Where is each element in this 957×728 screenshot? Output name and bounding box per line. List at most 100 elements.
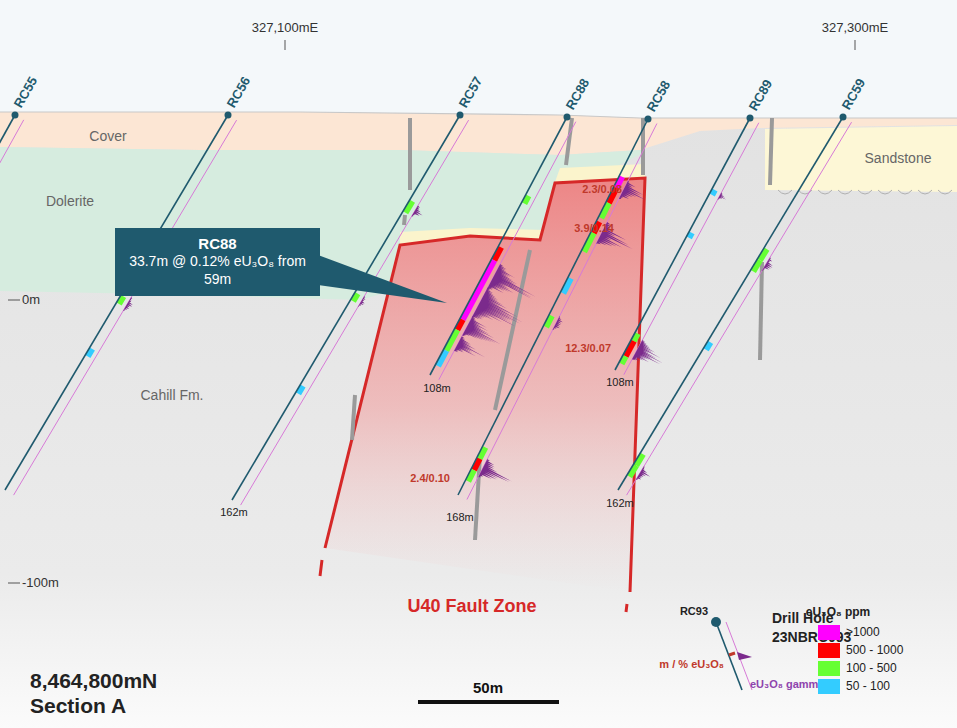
fault-zone-outline	[325, 178, 645, 592]
fault-zone-fill	[325, 178, 645, 592]
assay-interval	[463, 260, 495, 319]
legend-gamma-spike	[737, 652, 752, 660]
drill-hole-trace	[5, 115, 228, 490]
drill-hole-name: RC88	[564, 76, 594, 112]
minor-fault	[352, 395, 355, 440]
drill-hole-name: RC56	[225, 74, 255, 110]
section-label: m / % eU₃O₈	[659, 658, 724, 671]
callout-text: 33.7m @ 0.12% eU₃O₈ from 59m	[125, 253, 310, 288]
drill-hole-name: RC59	[840, 76, 870, 112]
assay-interval	[636, 454, 643, 465]
gamma-spike	[478, 458, 512, 482]
drill-hole-trace	[430, 117, 567, 375]
gamma-trace	[0, 120, 24, 255]
gamma-spike	[632, 339, 664, 364]
minor-fault	[566, 118, 572, 165]
scale-bar	[418, 700, 559, 704]
sandstone-base	[938, 190, 952, 194]
drill-collar	[645, 116, 652, 123]
section-label: eU₃O₈ gamma	[750, 678, 824, 691]
section-label: 0m	[22, 293, 40, 308]
minor-fault	[770, 118, 772, 185]
legend-interval-icon	[729, 653, 735, 655]
section-label: U40 Fault Zone	[407, 596, 536, 617]
sandstone-base	[818, 190, 832, 194]
assay-interval	[494, 247, 501, 260]
gamma-spike	[412, 205, 423, 217]
sandstone-base	[838, 190, 852, 194]
sandstone-base	[918, 190, 932, 194]
section-label: 12.3/0.07	[565, 342, 611, 355]
cahill-formation	[0, 112, 957, 728]
sandstone-base	[898, 190, 912, 194]
gamma-trace	[624, 123, 759, 375]
legend-text: 500 - 1000	[846, 643, 903, 657]
section-label: 168m	[446, 511, 474, 524]
gamma-trace	[439, 122, 576, 380]
axis-tick	[285, 40, 286, 50]
drill-hole-trace	[232, 115, 460, 500]
drill-hole-name: RC89	[747, 77, 777, 113]
section-label: 50m	[473, 679, 503, 696]
minor-fault	[408, 118, 412, 190]
sandstone-base	[858, 190, 872, 194]
drill-hole-name: RC57	[457, 74, 487, 110]
axis-tick	[8, 300, 20, 301]
legend-text: >1000	[846, 625, 880, 639]
drill-collar	[225, 112, 232, 119]
section-label: Dolerite	[46, 193, 94, 209]
callout-box: RC8833.7m @ 0.12% eU₃O₈ from 59m	[115, 228, 320, 296]
legend-swatch	[818, 661, 840, 676]
gamma-trace	[14, 120, 237, 495]
gamma-spike	[462, 315, 501, 344]
drill-collar	[840, 114, 847, 121]
legend-gamma-icon	[726, 622, 752, 690]
section-label: 3.9/0.14	[574, 222, 614, 235]
legend-text: 50 - 100	[846, 679, 890, 693]
axis-tick	[8, 583, 20, 584]
drill-hole-name: RC58	[645, 78, 675, 114]
section-label: 108m	[423, 382, 451, 395]
section-label: 327,300mE	[822, 21, 889, 36]
gamma-trace	[241, 120, 469, 505]
section-label: Cover	[89, 128, 126, 144]
legend-swatch	[818, 643, 840, 658]
gamma-trace	[467, 124, 657, 500]
section-label: RC93	[680, 605, 708, 618]
axis-tick	[855, 40, 856, 50]
assay-interval	[406, 201, 413, 213]
assay-interval	[689, 233, 692, 238]
legend-swatch	[818, 679, 840, 694]
callout-pointer	[318, 255, 447, 303]
drill-collar	[564, 114, 571, 121]
section-label: 162m	[606, 497, 634, 510]
drill-hole-trace	[0, 115, 15, 250]
legend-swatch	[818, 625, 840, 640]
section-label: 162m	[220, 506, 248, 519]
fault-zone-outline	[626, 604, 627, 612]
ground-surface	[0, 112, 957, 118]
section-label: Sandstone	[865, 150, 932, 166]
drill-hole-trace	[615, 118, 750, 370]
drill-hole-trace	[458, 119, 648, 495]
sandstone-base	[778, 190, 792, 194]
drill-collar	[12, 112, 19, 119]
sandstone-layer	[765, 126, 957, 192]
gamma-spike	[619, 180, 646, 200]
section-label: 108m	[606, 376, 634, 389]
drill-hole-name: RC55	[12, 74, 42, 110]
callout-heading: RC88	[125, 235, 310, 253]
section-label: -100m	[22, 576, 59, 591]
drill-hole-trace	[618, 117, 843, 490]
section-label: eU₃O₈ ppm	[806, 606, 871, 620]
gamma-trace	[627, 122, 852, 495]
gamma-spike	[487, 264, 536, 299]
legend-collar-icon	[711, 617, 721, 627]
section-label: 8,464,800mN	[30, 669, 157, 693]
fault-zone-outline	[320, 560, 322, 576]
assay-interval	[753, 260, 760, 271]
section-label: Cahill Fm.	[140, 387, 203, 403]
section-label: 327,100mE	[252, 21, 319, 36]
section-label: Section A	[30, 694, 126, 718]
gamma-spike	[454, 336, 485, 357]
